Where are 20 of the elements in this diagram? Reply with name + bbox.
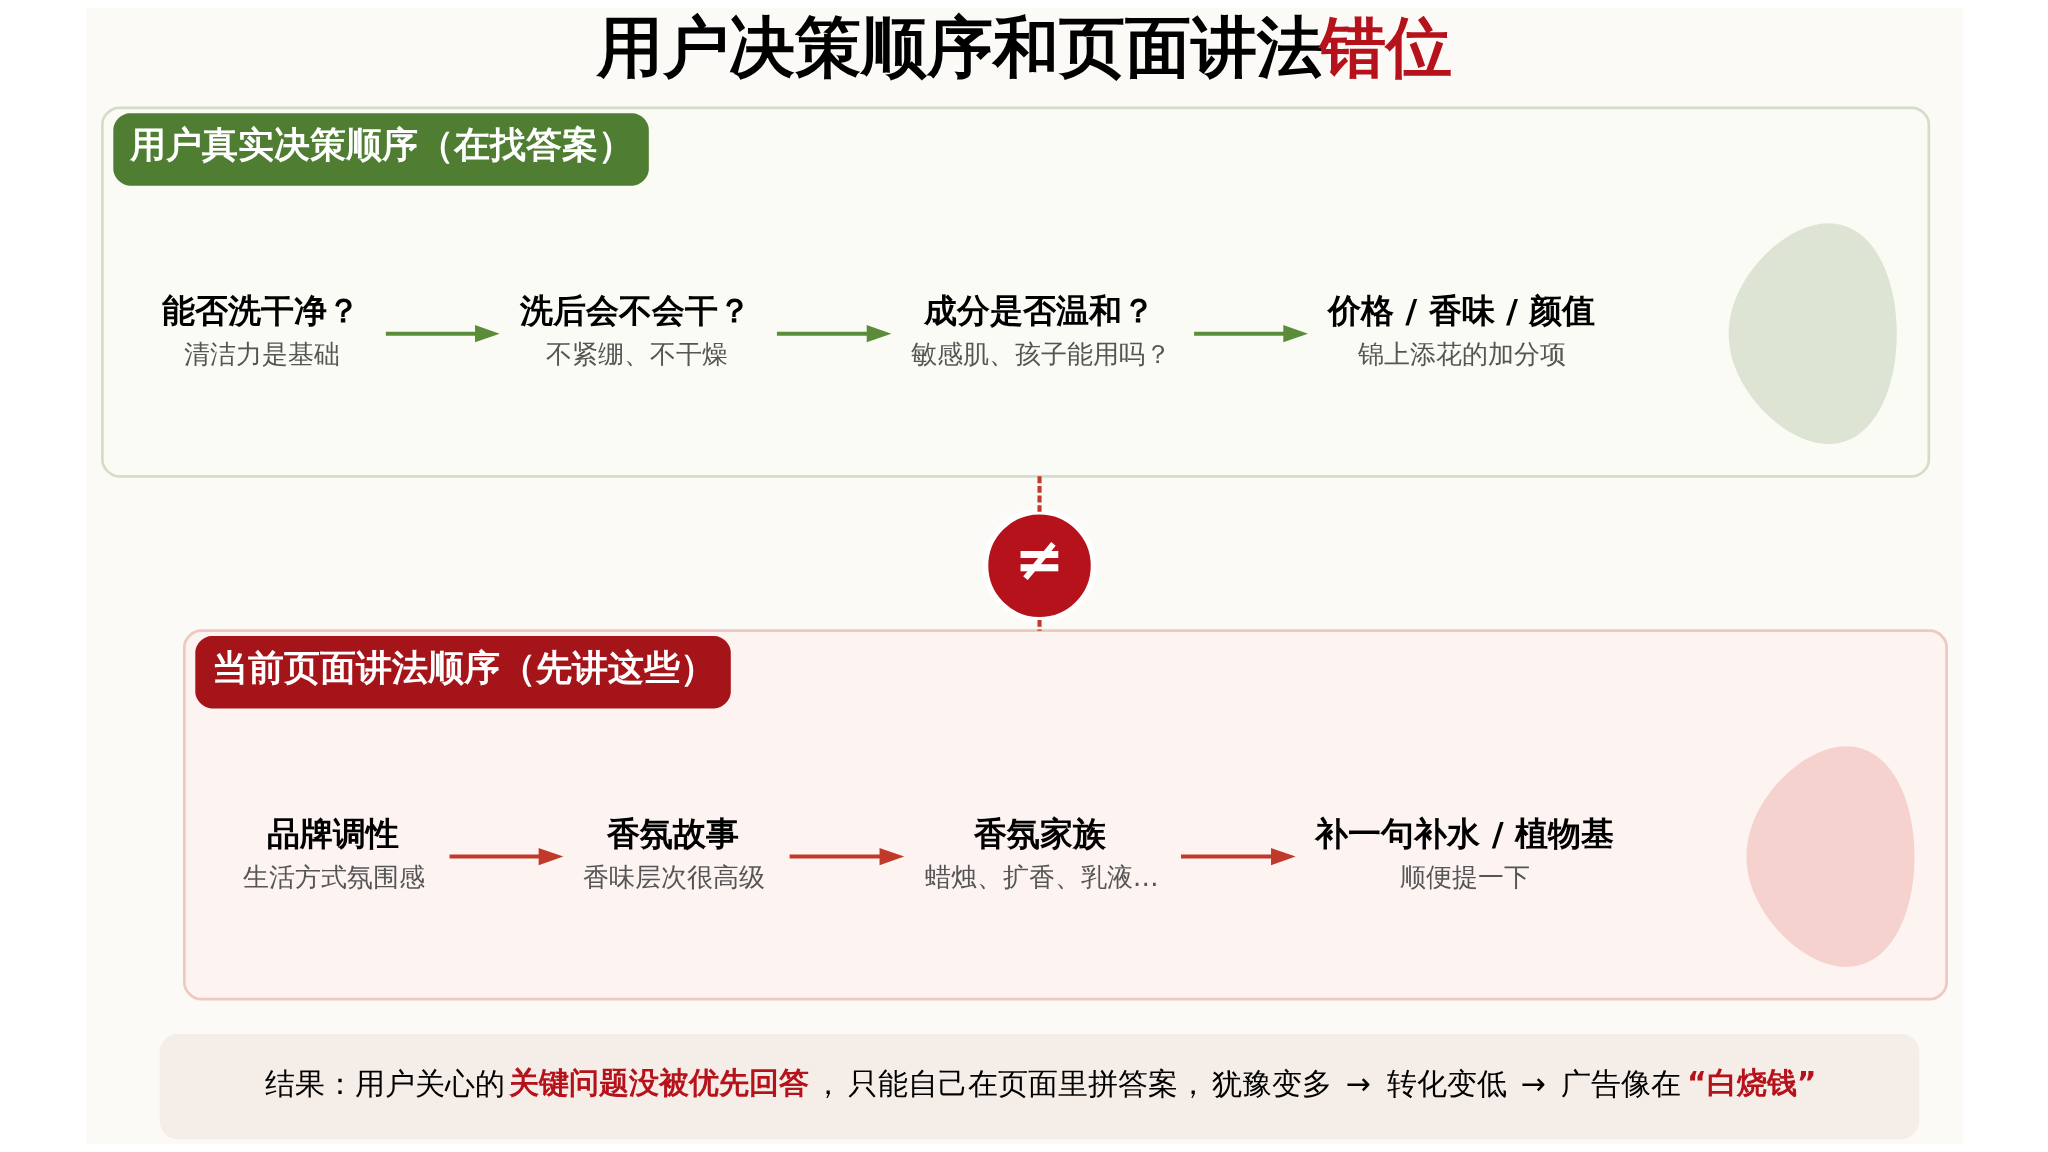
node-person: [1745, 746, 1914, 967]
arrow: [776, 325, 891, 343]
connector: [1037, 619, 1042, 631]
node-text: 补一句补水 / 植物基 顺便提一下: [1314, 814, 1614, 892]
node-text: 能否洗干净？ 清洁力是基础: [162, 291, 360, 369]
arrow: [1180, 847, 1296, 866]
node-text: 价格 / 香味 / 颜值 锦上添花的加分项: [1327, 291, 1595, 369]
arrow: [385, 325, 500, 343]
arrow: [1193, 325, 1308, 343]
node-person: [1728, 223, 1897, 444]
node-text: 成分是否温和？ 敏感肌、孩子能用吗？: [910, 291, 1171, 369]
node-text: 洗后会不会干？ 不紧绷、不干燥: [519, 291, 751, 369]
arrow: [449, 847, 563, 866]
node-circle: ≠: [982, 509, 1096, 623]
diagram-title: 用户决策顺序和页面讲法错位: [596, 9, 1452, 86]
connector: [1037, 476, 1042, 512]
arrow: [789, 847, 904, 866]
node-text: 品牌调性 生活方式氛围感: [242, 814, 425, 892]
node-text: 香氛故事 香味层次很高级: [582, 814, 765, 892]
node-text: 香氛家族 蜡烛、扩香、乳液…: [924, 814, 1159, 892]
